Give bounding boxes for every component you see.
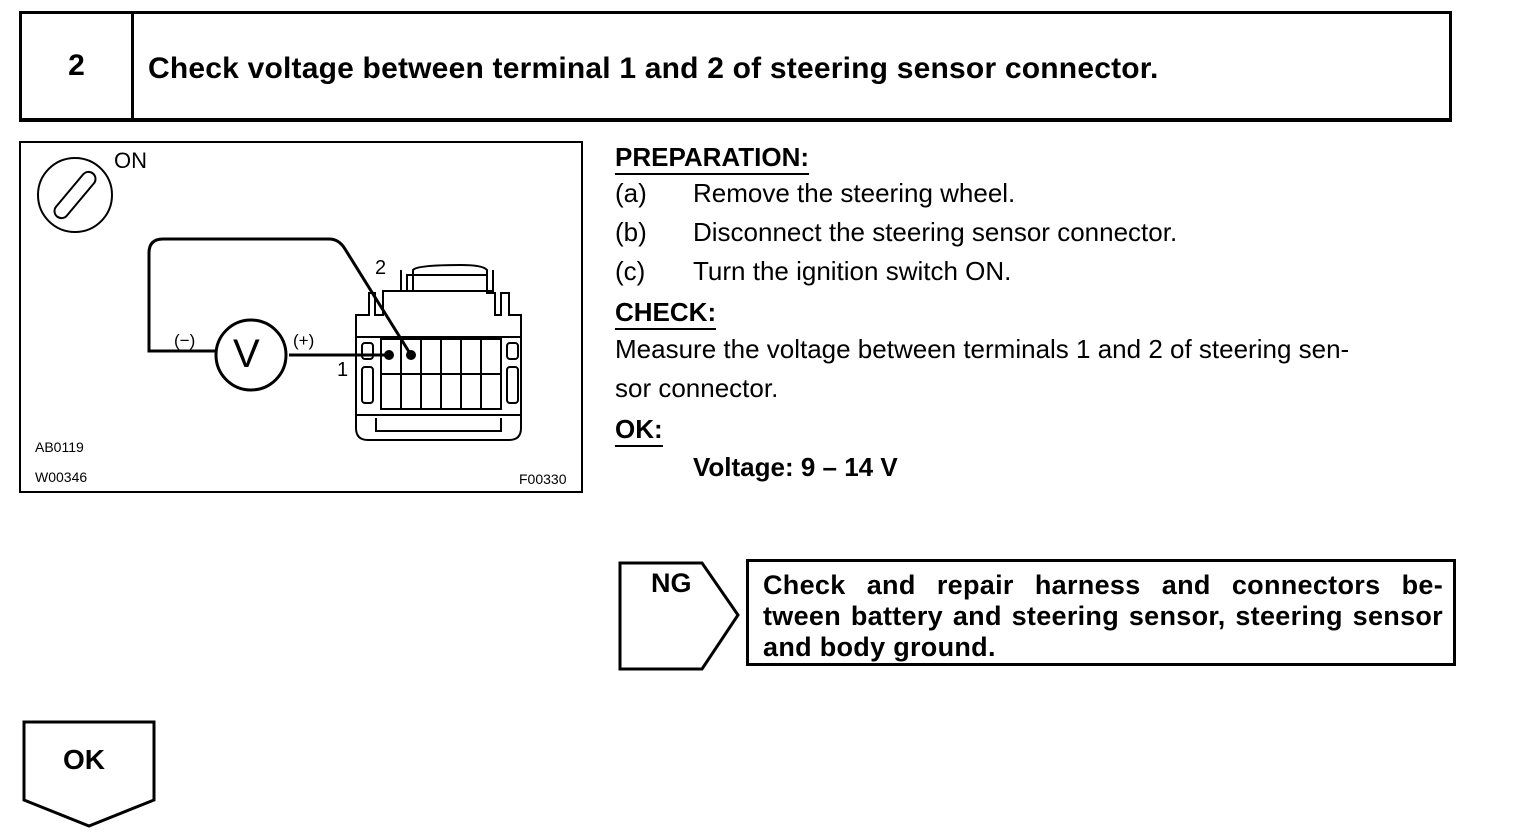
step-text: Remove the steering wheel. bbox=[693, 178, 1016, 208]
wiring-illustration: ON (−) (+) V 1 2 AB0119 W00346 F00330 bbox=[19, 141, 583, 493]
figure-code: F00330 bbox=[519, 471, 567, 487]
ok-label: OK bbox=[63, 744, 105, 775]
step-text: Turn the ignition switch ON. bbox=[693, 256, 1012, 286]
ng-arrow-icon bbox=[618, 561, 740, 671]
voltmeter-icon bbox=[214, 318, 288, 392]
step-key: (c) bbox=[615, 256, 646, 286]
ignition-switch-icon bbox=[37, 157, 113, 233]
figure-code: AB0119 bbox=[35, 439, 84, 455]
ignition-on-label: ON bbox=[114, 148, 147, 173]
ng-action-box: Check and repair harness and connectors … bbox=[746, 559, 1456, 666]
ok-arrow-icon bbox=[22, 720, 156, 828]
step-header: 2 Check voltage between terminal 1 and 2… bbox=[19, 11, 1452, 122]
figure-code: W00346 bbox=[35, 469, 88, 485]
step-key: (b) bbox=[615, 217, 647, 247]
check-heading: CHECK: bbox=[615, 296, 717, 330]
terminal-1-label: 1 bbox=[337, 359, 349, 381]
connector-diagram bbox=[37, 157, 522, 441]
terminal-2-label: 2 bbox=[375, 257, 387, 279]
step-title: Check voltage between terminal 1 and 2 o… bbox=[148, 52, 1159, 85]
preparation-step: (c) Turn the ignition switch ON. bbox=[615, 252, 1011, 291]
terminal-2-probe bbox=[406, 350, 416, 360]
check-text-line: sor connector. bbox=[615, 373, 779, 403]
check-text-line: Measure the voltage between terminals 1 … bbox=[615, 334, 1350, 364]
ok-heading: OK: bbox=[615, 413, 663, 447]
preparation-step: (b) Disconnect the steering sensor connec… bbox=[615, 213, 1177, 252]
step-number: 2 bbox=[22, 14, 134, 118]
steering-sensor-connector bbox=[355, 263, 522, 441]
voltmeter-symbol: V bbox=[233, 332, 260, 376]
step-key: (a) bbox=[615, 178, 647, 208]
preparation-step: (a) Remove the steering wheel. bbox=[615, 174, 1015, 213]
voltage-spec: Voltage: 9 – 14 V bbox=[693, 452, 898, 482]
negative-lead-label: (−) bbox=[174, 331, 196, 350]
positive-lead-label: (+) bbox=[293, 331, 315, 350]
preparation-heading: PREPARATION: bbox=[615, 141, 810, 175]
step-text: Disconnect the steering sensor connector… bbox=[693, 217, 1178, 247]
terminal-1-probe bbox=[384, 350, 394, 360]
ng-label: NG bbox=[651, 568, 692, 598]
